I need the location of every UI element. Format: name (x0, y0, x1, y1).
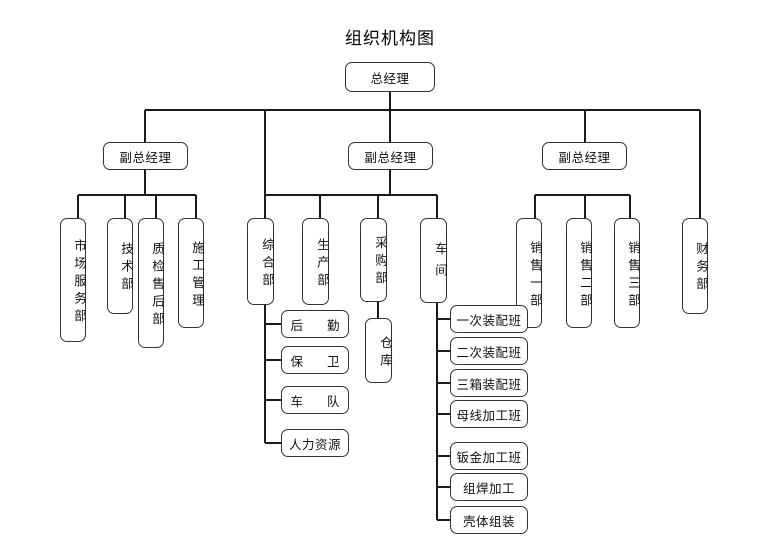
node-label: 施工管理 (190, 240, 205, 311)
node-label: 人力资源 (288, 436, 341, 452)
node-warehouse[interactable]: 仓库 (365, 318, 393, 383)
node-label: 市场服务部 (72, 238, 87, 327)
node-label: 财务部 (694, 242, 709, 295)
node-construction-management[interactable]: 施工管理 (178, 218, 205, 328)
node-purchasing-dept[interactable]: 采购部 (360, 218, 388, 302)
node-label: 采购部 (373, 236, 388, 289)
node-welding-assembly[interactable]: 组焊加工 (450, 473, 528, 501)
node-label: 保 卫 (290, 353, 350, 369)
node-finance-dept[interactable]: 财务部 (682, 218, 709, 314)
node-deputy-gm-3[interactable]: 副总经理 (542, 142, 627, 170)
node-label: 组焊加工 (462, 480, 515, 496)
node-security[interactable]: 保 卫 (281, 346, 349, 374)
node-general-affairs-dept[interactable]: 综合部 (247, 218, 275, 305)
node-general-manager[interactable]: 总经理 (345, 62, 435, 92)
node-label: 车间 (433, 241, 448, 285)
node-fleet[interactable]: 车 队 (281, 386, 349, 414)
node-label: 副总经理 (364, 149, 417, 165)
node-sheetmetal-machining-team[interactable]: 钣金加工班 (450, 442, 528, 470)
node-three-box-assembly-team[interactable]: 三箱装配班 (450, 369, 528, 397)
node-label: 一次装配班 (456, 312, 522, 328)
node-market-service-dept[interactable]: 市场服务部 (60, 218, 87, 342)
node-label: 壳体组装 (462, 513, 515, 529)
node-quality-aftersales-dept[interactable]: 质检售后部 (138, 218, 165, 348)
node-label: 副总经理 (558, 149, 611, 165)
node-label: 母线加工班 (456, 407, 522, 423)
node-label: 后 勤 (290, 317, 350, 333)
node-busbar-machining-team[interactable]: 母线加工班 (450, 400, 528, 428)
node-deputy-gm-2[interactable]: 副总经理 (348, 142, 433, 170)
node-primary-assembly-team[interactable]: 一次装配班 (450, 305, 528, 333)
node-logistics[interactable]: 后 勤 (281, 310, 349, 338)
node-label: 销售一部 (528, 240, 543, 311)
node-label: 钣金加工班 (456, 449, 522, 465)
node-sales-dept-2[interactable]: 销售二部 (566, 218, 593, 328)
node-label: 副总经理 (119, 149, 172, 165)
node-label: 质检售后部 (150, 241, 165, 330)
node-shell-assembly[interactable]: 壳体组装 (450, 506, 528, 534)
node-label: 销售三部 (626, 240, 641, 311)
node-label: 销售二部 (578, 240, 593, 311)
node-label: 仓库 (378, 335, 393, 371)
page-title: 组织机构图 (345, 29, 435, 49)
node-label: 三箱装配班 (456, 376, 522, 392)
node-label: 车 队 (290, 393, 350, 409)
node-workshop[interactable]: 车间 (420, 218, 448, 303)
node-label: 综合部 (260, 237, 275, 291)
node-label: 技术部 (119, 242, 134, 295)
node-label: 二次装配班 (456, 344, 522, 360)
node-sales-dept-3[interactable]: 销售三部 (614, 218, 641, 328)
node-secondary-assembly-team[interactable]: 二次装配班 (450, 337, 528, 365)
node-production-dept[interactable]: 生产部 (302, 218, 330, 305)
node-deputy-gm-1[interactable]: 副总经理 (103, 142, 188, 170)
node-label: 生产部 (315, 237, 330, 291)
node-technology-dept[interactable]: 技术部 (107, 218, 134, 314)
node-human-resources[interactable]: 人力资源 (281, 429, 349, 457)
node-label: 总经理 (370, 70, 410, 86)
